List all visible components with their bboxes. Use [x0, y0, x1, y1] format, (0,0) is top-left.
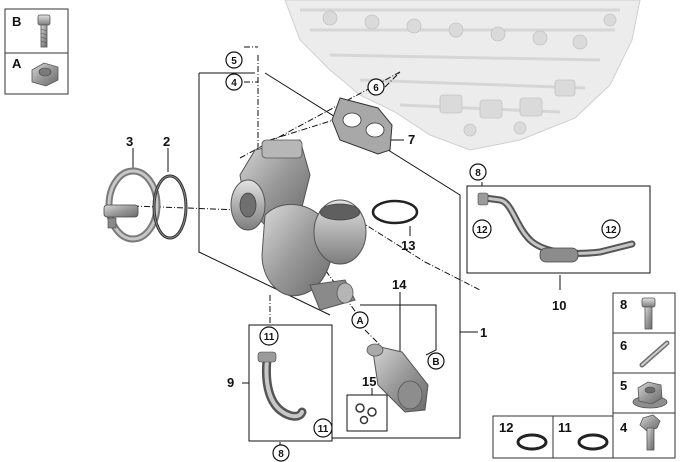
turbocharger-illustration — [230, 139, 367, 311]
svg-text:A: A — [356, 316, 363, 327]
callout-12-right[interactable]: 12 — [601, 219, 621, 239]
callout-8-top[interactable]: 8 — [469, 163, 487, 181]
oil-feed-line-box — [466, 185, 651, 274]
legend-number-4: 4 — [620, 420, 628, 435]
o-ring-icon — [516, 433, 548, 451]
callout-13[interactable]: 13 — [401, 238, 415, 253]
fastener-legend-box: B A — [4, 8, 69, 95]
svg-text:12: 12 — [605, 225, 617, 236]
v-band-clamp — [103, 167, 161, 243]
callout-a[interactable]: A — [351, 311, 369, 329]
callouts: 5 4 6 8 12 12 A B — [126, 51, 621, 462]
exhaust-gasket — [331, 97, 393, 155]
callout-b[interactable]: B — [427, 352, 445, 370]
turbo-outlet-o-ring — [371, 199, 419, 225]
callout-5[interactable]: 5 — [225, 51, 243, 69]
solid-leaders — [132, 139, 561, 395]
svg-text:11: 11 — [318, 424, 329, 435]
svg-text:6: 6 — [373, 83, 379, 94]
callout-12-left[interactable]: 12 — [472, 219, 492, 239]
legend-letter-a: A — [12, 56, 22, 71]
svg-text:5: 5 — [231, 56, 237, 67]
sealing-ring — [152, 174, 188, 240]
callout-2[interactable]: 2 — [163, 134, 170, 149]
callout-10[interactable]: 10 — [552, 298, 566, 313]
bolt-icon — [641, 297, 656, 330]
legend-number-5: 5 — [620, 378, 627, 393]
svg-text:8: 8 — [475, 168, 481, 179]
legend-number-6: 6 — [620, 338, 627, 353]
cylinder-head-illustration — [284, 0, 641, 151]
svg-text:12: 12 — [476, 225, 488, 236]
callout-6[interactable]: 6 — [367, 78, 385, 96]
callout-15[interactable]: 15 — [362, 374, 376, 389]
legend-letter-b: B — [12, 14, 21, 29]
dowel-pin-icon — [639, 340, 670, 368]
callout-11-top[interactable]: 11 — [259, 326, 279, 346]
callout-8-bottom[interactable]: 8 — [272, 444, 290, 462]
stud-bolt-icon — [639, 414, 661, 451]
legend-number-11: 11 — [558, 420, 572, 435]
callout-11-bottom[interactable]: 11 — [313, 418, 333, 438]
bolt-icon — [37, 14, 51, 48]
callout-3[interactable]: 3 — [126, 134, 133, 149]
o-ring-icon — [577, 433, 609, 451]
wastegate-actuator — [366, 343, 429, 413]
nut-icon — [31, 62, 59, 87]
seal-kit-box — [346, 394, 388, 432]
svg-text:B: B — [432, 357, 439, 368]
svg-text:4: 4 — [231, 78, 237, 89]
callout-14[interactable]: 14 — [392, 277, 407, 292]
legend-number-12: 12 — [499, 420, 513, 435]
svg-text:8: 8 — [278, 449, 284, 460]
callout-9[interactable]: 9 — [227, 375, 234, 390]
svg-text:11: 11 — [264, 332, 275, 343]
seal-legend-box: 12 11 — [492, 415, 614, 459]
callout-1[interactable]: 1 — [480, 325, 487, 340]
flange-nut-icon — [632, 381, 668, 409]
legend-number-8: 8 — [620, 297, 627, 312]
callout-4[interactable]: 4 — [225, 73, 243, 91]
callout-7[interactable]: 7 — [408, 132, 415, 147]
parts-legend-box: 8 6 5 4 — [612, 292, 676, 459]
